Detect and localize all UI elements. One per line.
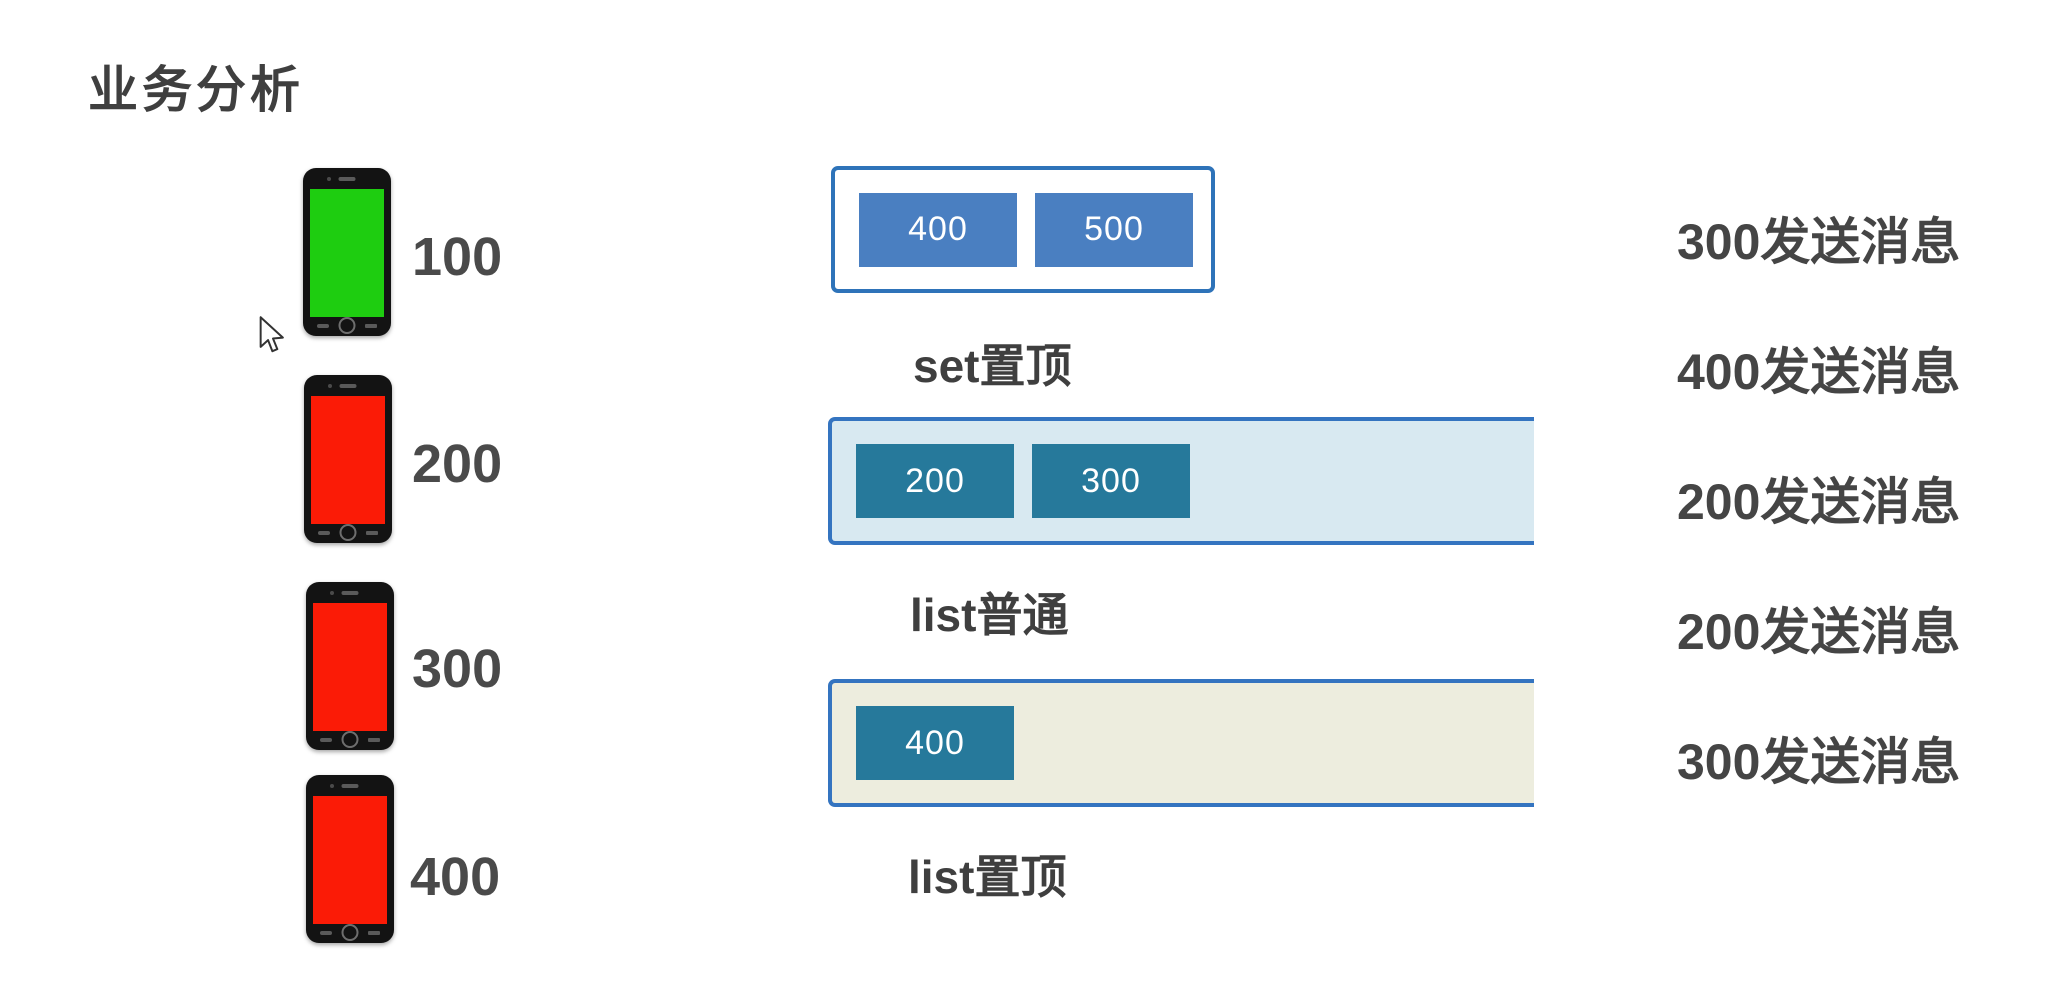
message-event: 200发送消息 (1677, 604, 1961, 660)
message-event: 200发送消息 (1677, 474, 1961, 530)
phone-speaker-icon (339, 384, 357, 388)
phone-back-key-icon (318, 531, 330, 535)
phone-menu-key-icon (368, 931, 380, 935)
list-top-box-label: list置顶 (908, 851, 1067, 903)
set-top-box: 400 500 (831, 166, 1215, 293)
phone-speaker-icon (341, 784, 359, 788)
phone-200-screen (311, 396, 385, 524)
list-normal-box: 200 300 (828, 417, 1534, 545)
phone-300-label: 300 (412, 639, 503, 699)
phone-400-label: 400 (410, 847, 501, 907)
set-top-item-500: 500 (1035, 192, 1193, 267)
list-normal-item-300: 300 (1032, 444, 1190, 518)
phone-back-key-icon (320, 931, 332, 935)
phone-back-key-icon (320, 738, 332, 742)
message-event: 300发送消息 (1677, 214, 1961, 270)
phone-camera-icon (330, 784, 334, 788)
message-event: 400发送消息 (1677, 344, 1961, 400)
phone-home-button-icon (341, 731, 359, 748)
phone-home-button-icon (339, 524, 357, 541)
message-event: 300发送消息 (1677, 734, 1961, 790)
phone-speaker-icon (341, 591, 359, 595)
phone-menu-key-icon (365, 324, 377, 328)
phone-400 (306, 775, 394, 943)
phone-menu-key-icon (366, 531, 378, 535)
list-top-box: 400 (828, 679, 1534, 807)
phone-200 (304, 375, 392, 543)
phone-home-button-icon (341, 924, 359, 941)
phone-camera-icon (330, 591, 334, 595)
list-top-item-400: 400 (856, 706, 1014, 780)
list-normal-item-200: 200 (856, 444, 1014, 518)
message-event-list: 300发送消息 400发送消息 200发送消息 200发送消息 300发送消息 (1677, 212, 1960, 793)
phone-400-screen (313, 796, 387, 924)
phone-200-label: 200 (412, 434, 503, 494)
set-top-box-label: set置顶 (913, 340, 1072, 392)
phone-menu-key-icon (368, 738, 380, 742)
phone-100-screen (310, 189, 384, 317)
list-normal-box-label: list普通 (910, 589, 1069, 641)
phone-100-label: 100 (412, 227, 503, 287)
phone-300 (306, 582, 394, 750)
mouse-cursor-icon (259, 316, 284, 353)
phone-home-button-icon (338, 317, 356, 334)
phone-speaker-icon (338, 177, 356, 181)
phone-300-screen (313, 603, 387, 731)
phone-100 (303, 168, 391, 336)
phone-camera-icon (327, 177, 331, 181)
phone-camera-icon (328, 384, 332, 388)
set-top-item-400: 400 (859, 192, 1017, 267)
phone-back-key-icon (317, 324, 329, 328)
page-title: 业务分析 (88, 62, 304, 118)
